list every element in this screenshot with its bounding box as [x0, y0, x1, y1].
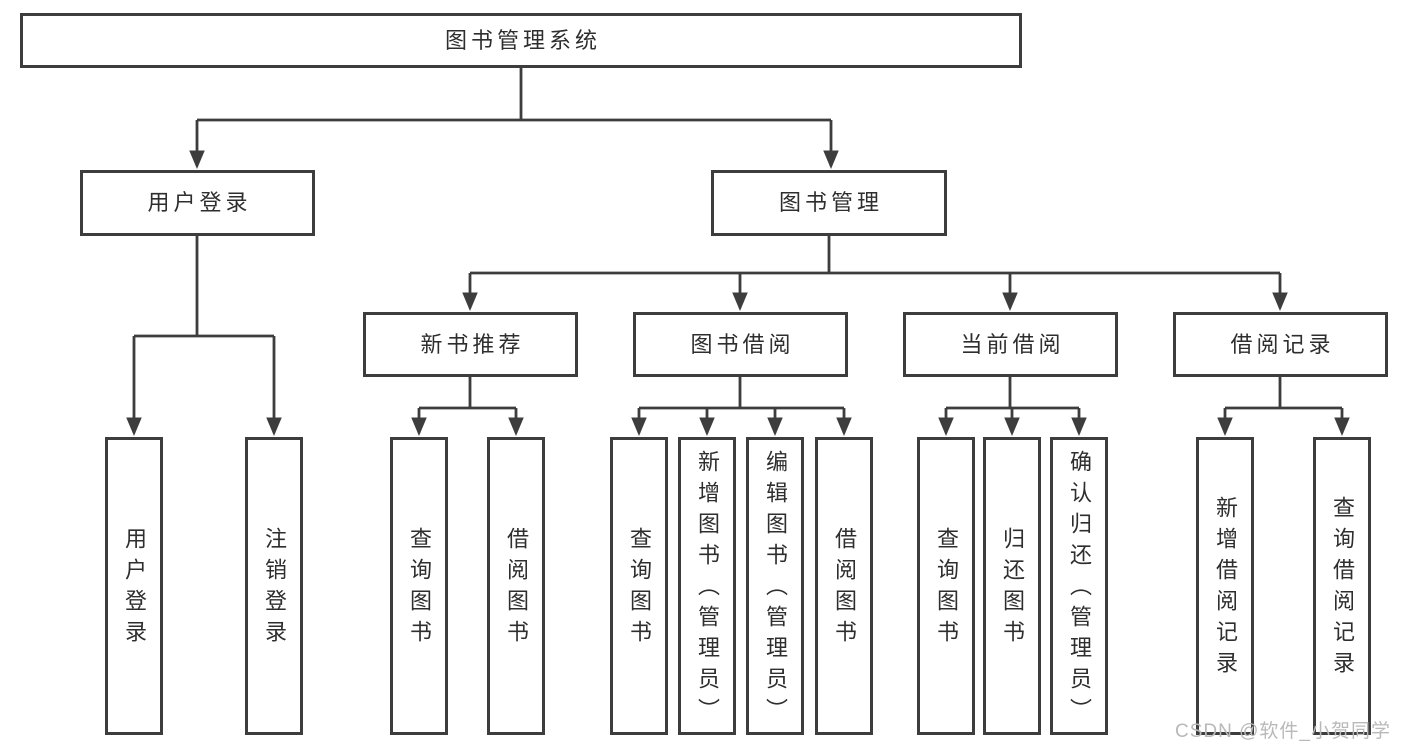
leaf-query-borrow-record: 查询借阅记录: [1313, 437, 1371, 735]
node-user-login: 用户登录: [80, 170, 315, 236]
connector-current-borrow-group: [938, 377, 1087, 436]
leaf-edit-book-admin: 编辑图书（管理员）: [746, 437, 804, 735]
connector-root: [189, 68, 839, 169]
node-user-login-label: 用户登录: [147, 190, 252, 215]
connector-records-group: [1217, 377, 1350, 436]
node-current-borrow-label: 当前借阅: [960, 331, 1065, 357]
node-library-system-label: 图书管理系统: [444, 27, 601, 53]
leaf-edit-book-admin-label: 编辑图书（管理员）: [763, 449, 788, 729]
leaf-return-book: 归还图书: [983, 437, 1041, 735]
node-borrow-records-label: 借阅记录: [1230, 331, 1335, 357]
node-library-system: 图书管理系统: [20, 13, 1022, 68]
leaf-query-book-3-label: 查询图书: [934, 527, 959, 651]
leaf-query-book-1: 查询图书: [390, 437, 448, 735]
leaf-confirm-return-admin: 确认归还（管理员）: [1050, 437, 1108, 735]
leaf-confirm-return-admin-label: 确认归还（管理员）: [1067, 449, 1092, 729]
leaf-return-book-label: 归还图书: [1000, 527, 1025, 651]
leaf-borrow-book-1-label: 借阅图书: [504, 527, 529, 651]
leaf-add-borrow-record: 新增借阅记录: [1196, 437, 1254, 735]
leaf-user-login-label: 用户登录: [122, 527, 147, 651]
node-new-book-recommend: 新书推荐: [363, 312, 578, 377]
leaf-add-borrow-record-label: 新增借阅记录: [1213, 496, 1238, 682]
leaf-logout: 注销登录: [245, 437, 303, 735]
leaf-query-book-3: 查询图书: [917, 437, 975, 735]
leaf-query-borrow-record-label: 查询借阅记录: [1330, 496, 1355, 682]
leaf-user-login: 用户登录: [105, 437, 163, 735]
node-book-management-label: 图书管理: [778, 190, 883, 215]
leaf-query-book-1-label: 查询图书: [407, 527, 432, 651]
leaf-logout-label: 注销登录: [262, 527, 287, 651]
leaf-add-book-admin-label: 新增图书（管理员）: [695, 449, 720, 729]
leaf-query-book-2: 查询图书: [610, 437, 668, 735]
connector-new-book-group: [411, 377, 524, 436]
connector-user-login-group: [126, 236, 282, 436]
leaf-add-book-admin: 新增图书（管理员）: [678, 437, 736, 735]
node-borrow-records: 借阅记录: [1173, 312, 1388, 377]
node-current-borrow: 当前借阅: [903, 312, 1118, 377]
node-book-borrow-label: 图书借阅: [690, 331, 795, 357]
node-new-book-recommend-label: 新书推荐: [420, 331, 525, 357]
connector-book-borrow-group: [631, 377, 852, 436]
node-book-management: 图书管理: [711, 170, 947, 236]
csdn-watermark: CSDN @软件_小贺同学: [1175, 721, 1391, 742]
leaf-borrow-book-2-label: 借阅图书: [832, 527, 857, 651]
connector-book-mgmt-group: [462, 236, 1288, 311]
leaf-query-book-2-label: 查询图书: [627, 527, 652, 651]
leaf-borrow-book-2: 借阅图书: [815, 437, 873, 735]
leaf-borrow-book-1: 借阅图书: [487, 437, 545, 735]
node-book-borrow: 图书借阅: [633, 312, 848, 377]
